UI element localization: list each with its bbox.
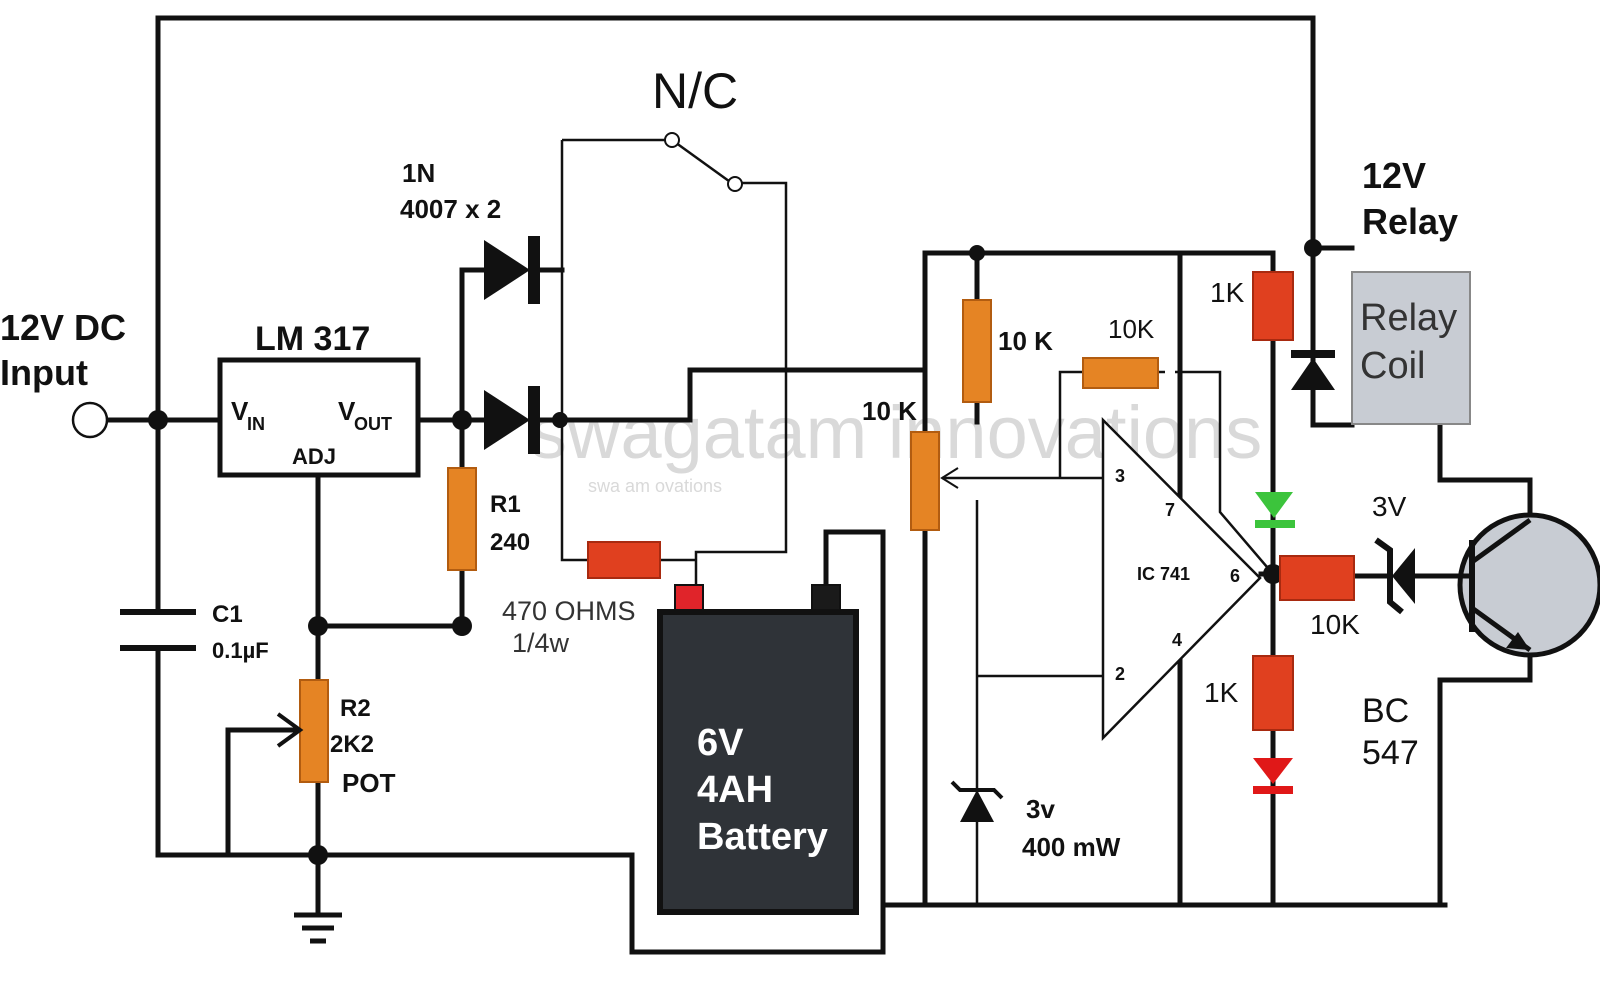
battery-line1: 6V (697, 722, 744, 764)
divider-label: 10 K (998, 326, 1053, 356)
r2-value: 2K2 (330, 731, 374, 758)
resistor-10k-base: 10K (1279, 555, 1360, 640)
opamp-pin3: 3 (1115, 466, 1125, 486)
r1-value: 240 (490, 529, 530, 556)
switch-label: N/C (652, 63, 738, 119)
led-r-top-label: 1K (1210, 277, 1245, 308)
transistor-line1: BC (1362, 692, 1409, 730)
ground-symbol (294, 912, 342, 944)
c1-value: 0.1µF (212, 638, 269, 663)
junctions (148, 239, 1322, 865)
transistor-line2: 547 (1362, 734, 1419, 772)
feedback-label: 10K (1108, 314, 1155, 344)
vout-sub: OUT (354, 414, 392, 434)
zener-rating: 400 mW (1022, 832, 1121, 862)
r470-rating: 1/4w (512, 628, 570, 658)
resistor-10k-divider: 10 K (962, 299, 1053, 403)
relay-label-line1: 12V (1362, 155, 1426, 196)
diode-label-line1: 1N (402, 158, 435, 188)
opamp-pin4: 4 (1172, 630, 1182, 650)
led-r-bottom-label: 1K (1204, 677, 1239, 708)
opamp-pin6: 6 (1230, 566, 1240, 586)
resistor-10k-feedback: 10K (1082, 314, 1159, 389)
lm317-label: LM 317 (255, 320, 370, 358)
wires (105, 15, 1533, 955)
relay-label-line2: Relay (1362, 201, 1458, 242)
r2-type: POT (342, 768, 396, 798)
opamp-pin7: 7 (1165, 500, 1175, 520)
resistor-470-ohms: 470 OHMS 1/4w (502, 541, 661, 658)
relay-switch: N/C (652, 63, 743, 192)
led-indicators: 1K 1K (1204, 271, 1295, 794)
r1-label: R1 (490, 491, 521, 518)
relay-coil: Relay Coil 12V Relay (1351, 155, 1471, 425)
diode-label-line2: 4007 x 2 (400, 194, 501, 224)
opamp-ic741: IC 741 3 2 7 4 6 (1101, 416, 1262, 742)
flyback-diode (1291, 350, 1335, 390)
battery-6v: 6V 4AH Battery (657, 584, 859, 915)
lm317-regulator: LM 317 V IN V OUT ADJ (217, 320, 421, 478)
vin-sub: IN (247, 414, 265, 434)
resistor-r1: R1 240 (447, 467, 530, 571)
opamp-label: IC 741 (1137, 564, 1190, 584)
input-label-line1: 12V DC (0, 307, 126, 348)
r470-value: 470 OHMS (502, 596, 636, 626)
capacitor-c1: C1 0.1µF (120, 601, 269, 663)
input-terminal (71, 401, 109, 439)
input-label-line2: Input (0, 352, 88, 393)
relay-coil-line1: Relay (1360, 297, 1457, 339)
diodes-1n4007: 1N 4007 x 2 (400, 158, 540, 454)
battery-line3: Battery (697, 816, 828, 858)
adj-label: ADJ (292, 444, 336, 469)
transistor-bc547: BC 547 (1362, 512, 1600, 772)
watermark-small: swa am ovations (588, 476, 722, 496)
preset-label: 10 K (862, 396, 917, 426)
zener-3v: 3v 400 mW (950, 780, 1121, 862)
pot-r2: R2 2K2 POT (276, 679, 396, 798)
c1-label: C1 (212, 601, 243, 628)
vin-label: V (231, 396, 249, 426)
battery-line2: 4AH (697, 769, 773, 811)
zener-base-3v: 3V (1372, 491, 1415, 615)
r2-label: R2 (340, 695, 371, 722)
preset-10k: 10 K (862, 396, 959, 531)
relay-coil-line2: Coil (1360, 345, 1425, 387)
zener-value: 3v (1026, 794, 1055, 824)
base-r-label: 10K (1310, 609, 1360, 640)
zener-base-label: 3V (1372, 491, 1407, 522)
vout-label: V (338, 396, 356, 426)
opamp-pin2: 2 (1115, 664, 1125, 684)
